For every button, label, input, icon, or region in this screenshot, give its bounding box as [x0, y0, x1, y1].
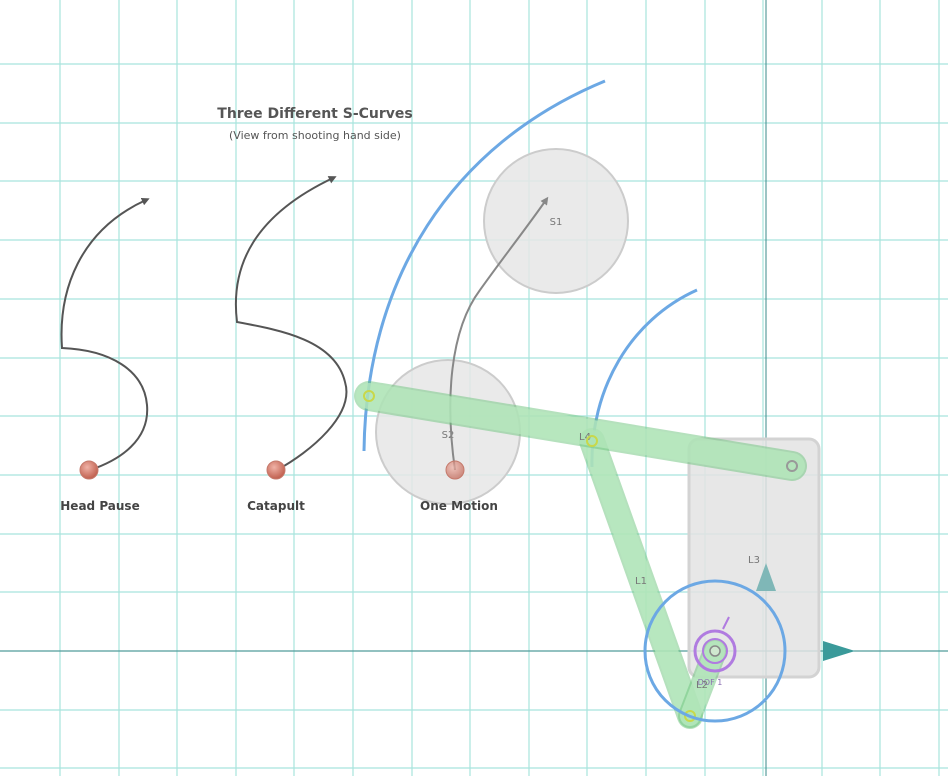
dof-marker-tick [722, 616, 730, 630]
one-motion-ball[interactable] [445, 460, 465, 480]
l1-link-fill [581, 430, 701, 727]
joint-l4-l1[interactable] [586, 435, 598, 447]
l1-label: L1 [635, 576, 647, 587]
dof-marker-inner [702, 638, 728, 664]
s2-label: S2 [442, 430, 455, 441]
joint-crank-center[interactable] [709, 645, 721, 657]
l4-label: L4 [579, 432, 591, 443]
x-axis-arrow-icon [823, 641, 855, 661]
joint-l1-l2[interactable] [684, 710, 696, 722]
s1-circle[interactable] [483, 148, 629, 294]
l4-link-fill [356, 383, 805, 479]
joint-l4-left[interactable] [363, 390, 375, 402]
l2-label: L2 [696, 680, 708, 691]
dof-marker-ring[interactable] [693, 629, 737, 673]
l3-body[interactable] [687, 437, 821, 679]
diagram-subtitle: (View from shooting hand side) [229, 129, 401, 142]
diagram-title: Three Different S-Curves [217, 106, 412, 122]
catapult-curve-group: Catapult [234, 176, 348, 513]
head-pause-curve [60, 198, 150, 471]
catapult-label: Catapult [247, 499, 305, 513]
one-motion-label: One Motion [420, 499, 498, 513]
crank-circle [643, 579, 787, 723]
l3-label: L3 [748, 555, 760, 566]
catapult-curve [234, 176, 348, 471]
head-pause-label: Head Pause [60, 499, 139, 513]
joint-l4-right[interactable] [786, 460, 798, 472]
y-axis-arrow-icon [756, 563, 776, 591]
dof-label: DOF 1 [698, 678, 723, 687]
head-pause-curve-group: Head Pause [60, 198, 150, 513]
catapult-ball[interactable] [266, 460, 286, 480]
head-pause-ball[interactable] [79, 460, 99, 480]
s1-label: S1 [550, 217, 563, 228]
